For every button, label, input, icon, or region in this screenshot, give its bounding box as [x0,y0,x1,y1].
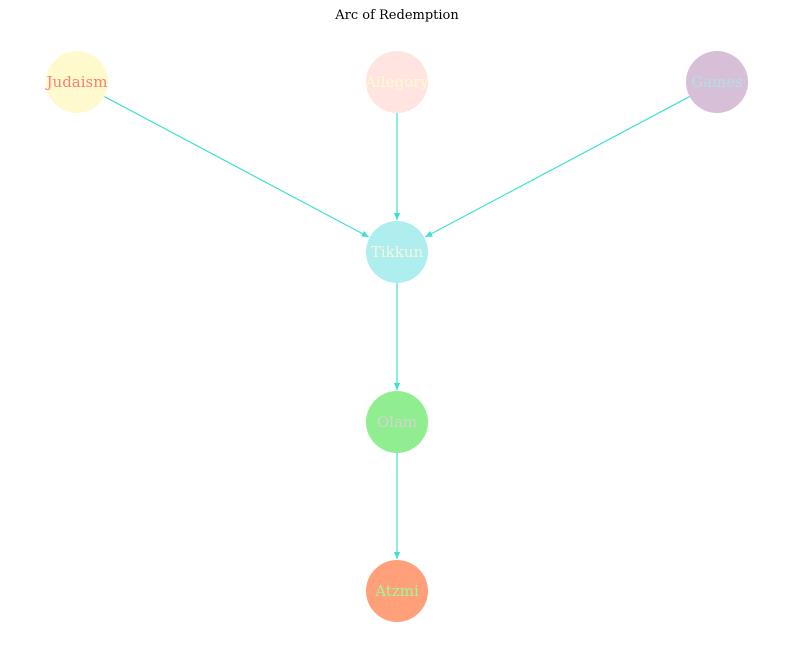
node-label-allegory: Allegory [364,73,429,91]
node-olam: Olam [366,391,428,453]
node-label-atzmi: Atzmi [374,582,419,600]
node-circle-games [686,51,748,113]
node-judaism: Judaism [45,51,108,113]
node-label-olam: Olam [377,413,417,431]
edge-judaism-to-tikkun [104,96,370,238]
node-circle-allegory [366,51,428,113]
diagram-title: Arc of Redemption [335,8,459,23]
node-label-tikkun: Tikkun [371,243,424,261]
node-circle-tikkun [366,221,428,283]
node-label-judaism: Judaism [45,73,108,91]
node-atzmi: Atzmi [366,560,428,622]
node-circle-olam [366,391,428,453]
node-games: Games [686,51,748,113]
node-circle-atzmi [366,560,428,622]
node-allegory: Allegory [364,51,429,113]
node-circle-judaism [46,51,108,113]
edges-layer [104,96,690,559]
node-label-games: Games [691,73,743,91]
node-tikkun: Tikkun [366,221,428,283]
edge-games-to-tikkun [424,96,690,238]
